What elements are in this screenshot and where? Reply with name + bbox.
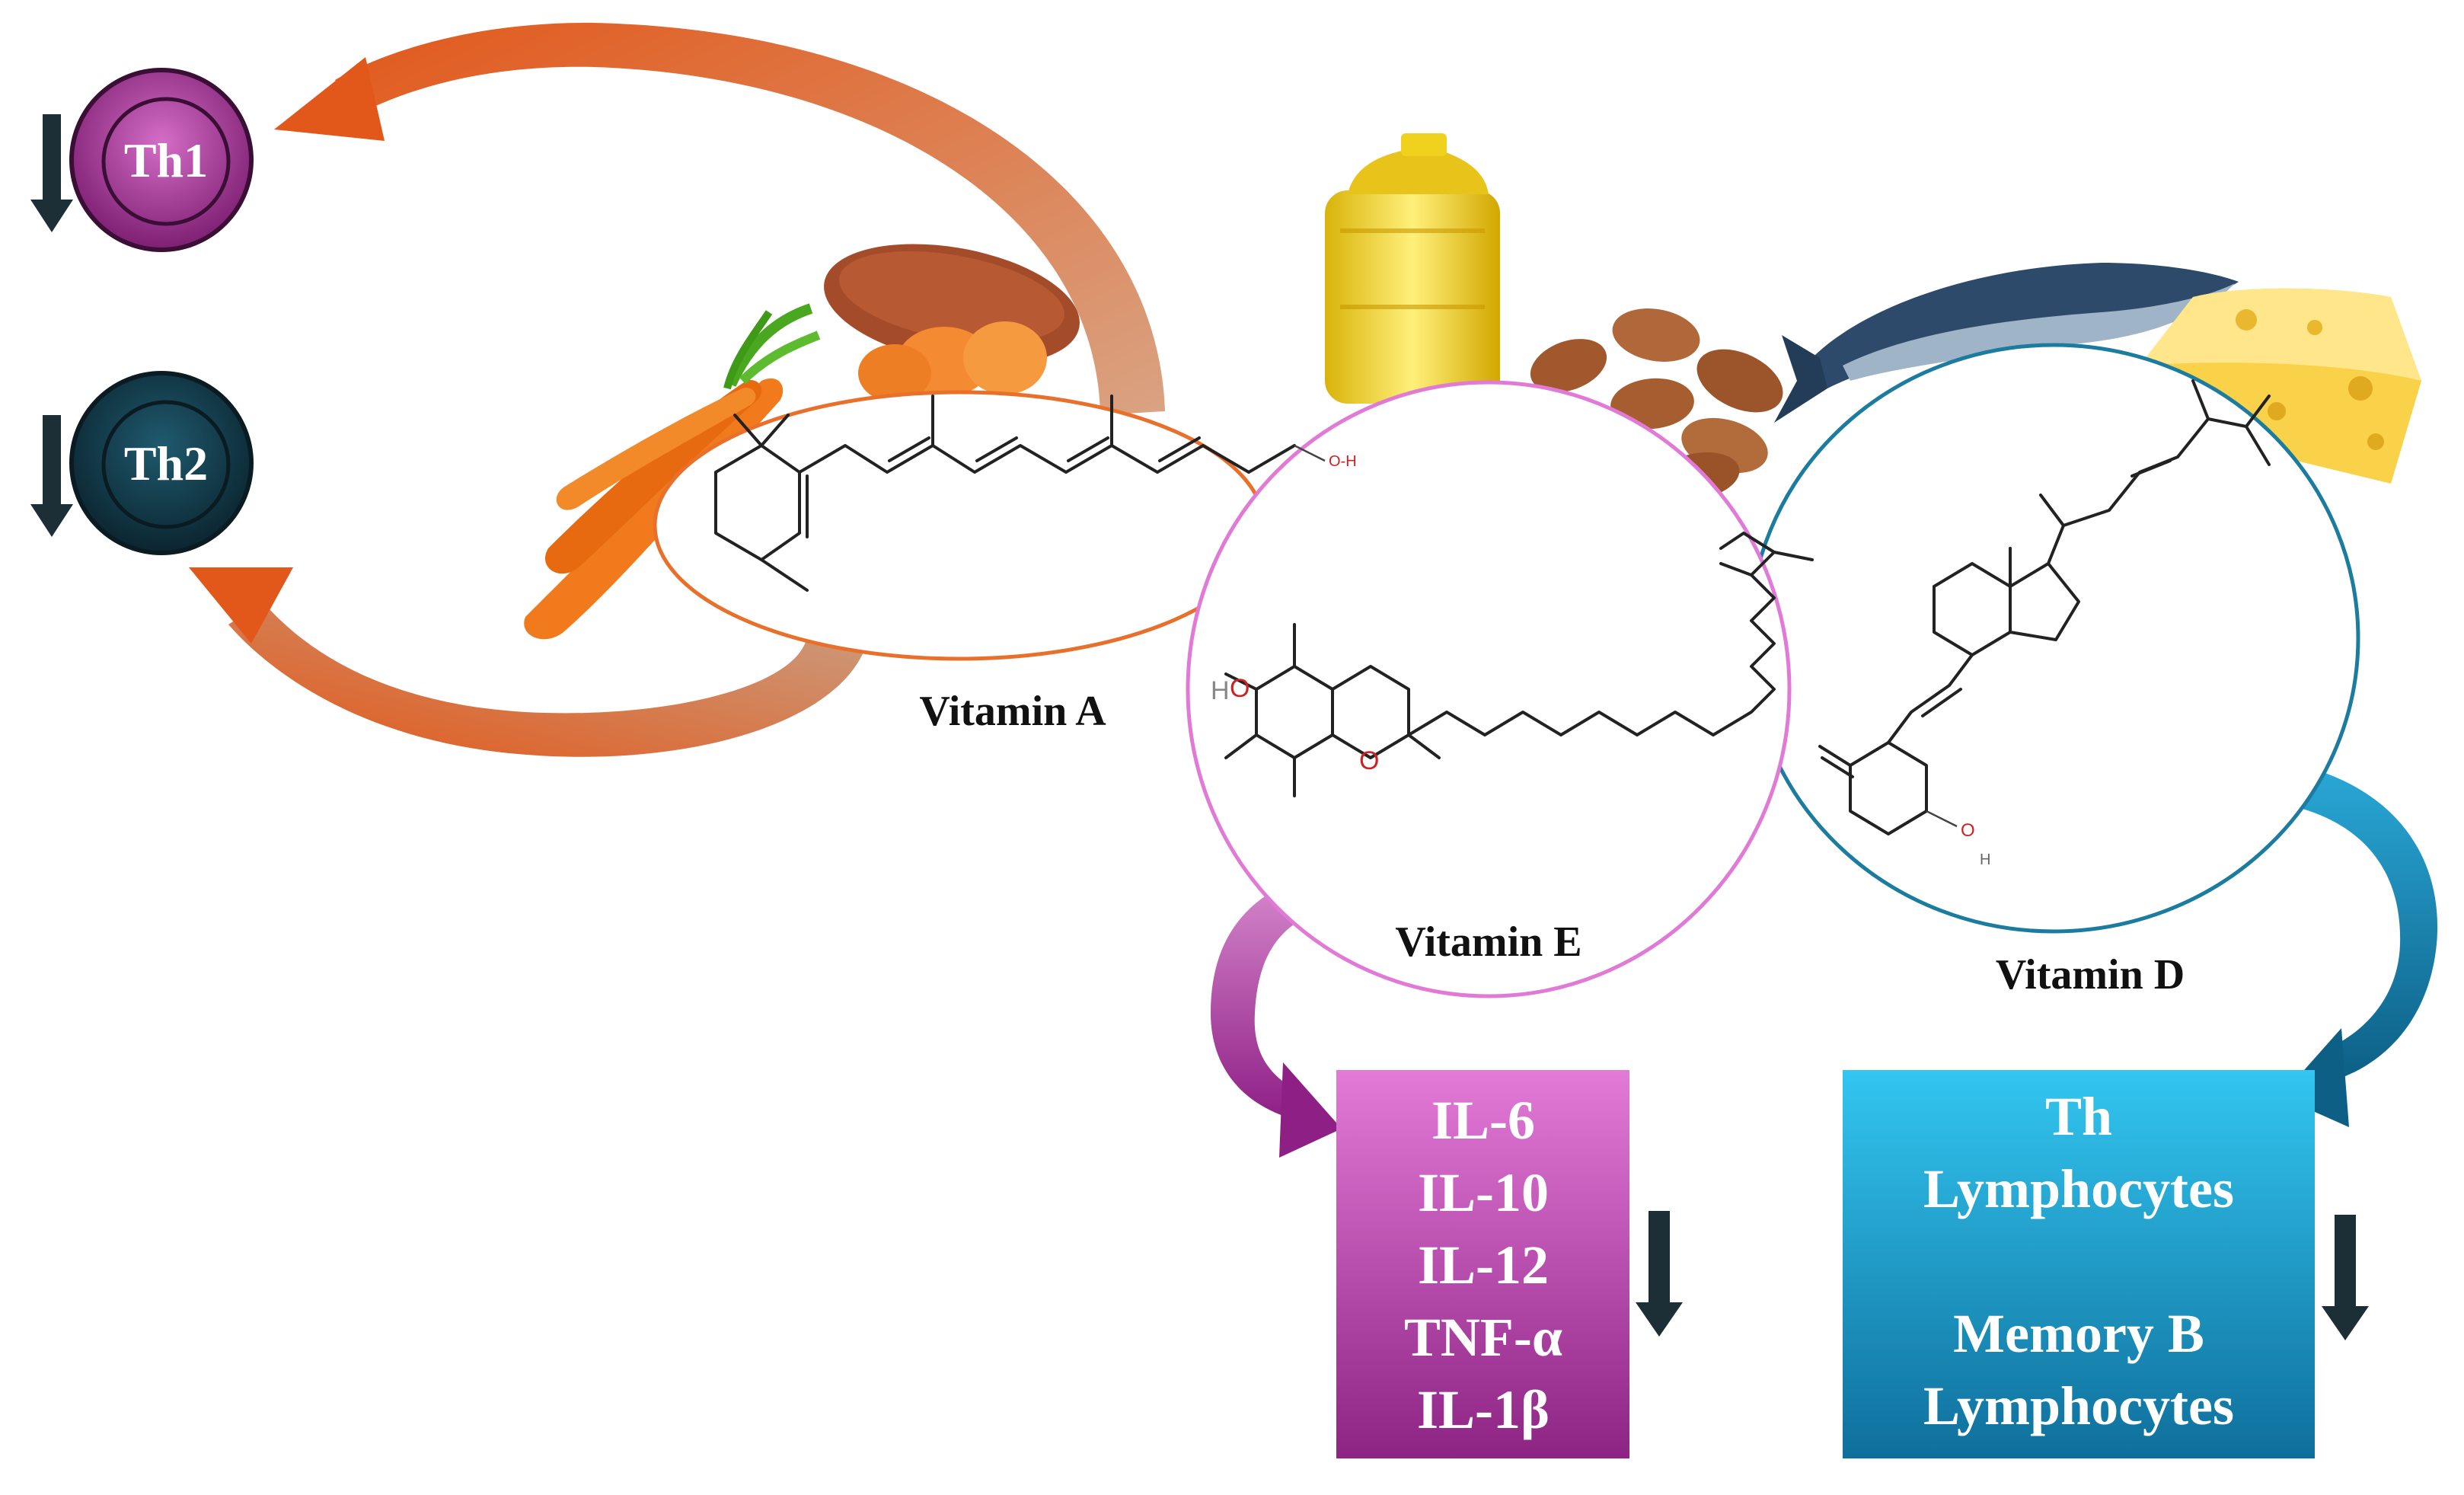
arrow-head-cytokines bbox=[1279, 1062, 1342, 1158]
vitamin-e-ring-o-label: O bbox=[1359, 746, 1379, 775]
vitamin-d-label: Vitamin D bbox=[1996, 951, 2185, 998]
vitamin-e-molecule: H O O bbox=[1211, 532, 1814, 797]
vitamin-e-h-label: H bbox=[1211, 676, 1230, 705]
vitamin-e-o-label: O bbox=[1230, 674, 1250, 703]
fish-icon bbox=[1774, 263, 2239, 423]
cytokine-il1b: IL-1β bbox=[1417, 1379, 1550, 1440]
lymphocyte-line4: Lymphocytes bbox=[1923, 1375, 2234, 1436]
th1-down-arrow-icon bbox=[30, 114, 73, 232]
lymphocyte-box bbox=[1843, 1070, 2315, 1458]
arrow-head-th1 bbox=[274, 57, 385, 141]
vitamin-e-ellipse bbox=[1186, 380, 1792, 998]
arrow-head-th2 bbox=[189, 567, 293, 644]
lymphocyte-down-arrow-icon bbox=[2322, 1215, 2369, 1340]
cytokine-il12: IL-12 bbox=[1418, 1235, 1549, 1295]
vitamin-a-oh-label: O-H bbox=[1329, 453, 1357, 470]
cytokine-tnfa: TNF-α bbox=[1404, 1307, 1562, 1368]
lymphocyte-line3: Memory B bbox=[1953, 1303, 2204, 1364]
arrow-vitE-to-cytokines bbox=[1211, 868, 1344, 1120]
sweet-potato-icon bbox=[824, 244, 1080, 402]
lymphocyte-line2: Lymphocytes bbox=[1923, 1158, 2234, 1219]
arrow-vitD-to-lymphocytes bbox=[2280, 762, 2438, 1081]
vitamin-d-o-label: O bbox=[1961, 820, 1975, 841]
th1-label: Th1 bbox=[124, 133, 208, 187]
lymphocyte-line1: Th bbox=[2045, 1086, 2112, 1147]
cytokine-il6: IL-6 bbox=[1431, 1090, 1535, 1151]
vitamin-d-molecule: O H bbox=[1818, 379, 2271, 868]
th2-label: Th2 bbox=[124, 436, 208, 490]
th2-down-arrow-icon bbox=[30, 415, 73, 537]
vitamin-a-molecule: O-H bbox=[714, 395, 1357, 592]
cytokine-il10: IL-10 bbox=[1418, 1162, 1549, 1223]
arrow-vitA-to-th2 bbox=[228, 602, 868, 757]
th2-cell: Th2 bbox=[69, 371, 254, 555]
cytokine-down-arrow-icon bbox=[1636, 1211, 1683, 1337]
cytokine-box bbox=[1336, 1070, 1629, 1458]
vitamin-d-h-label: H bbox=[1980, 851, 1990, 868]
vitamin-a-ellipse bbox=[653, 390, 1266, 661]
vitamin-e-label: Vitamin E bbox=[1395, 918, 1581, 966]
th1-cell: Th1 bbox=[69, 68, 254, 252]
arrow-vitA-to-th1 bbox=[335, 22, 1165, 415]
vitamin-a-label: Vitamin A bbox=[919, 688, 1106, 735]
oil-bottle-icon bbox=[1325, 133, 1500, 404]
